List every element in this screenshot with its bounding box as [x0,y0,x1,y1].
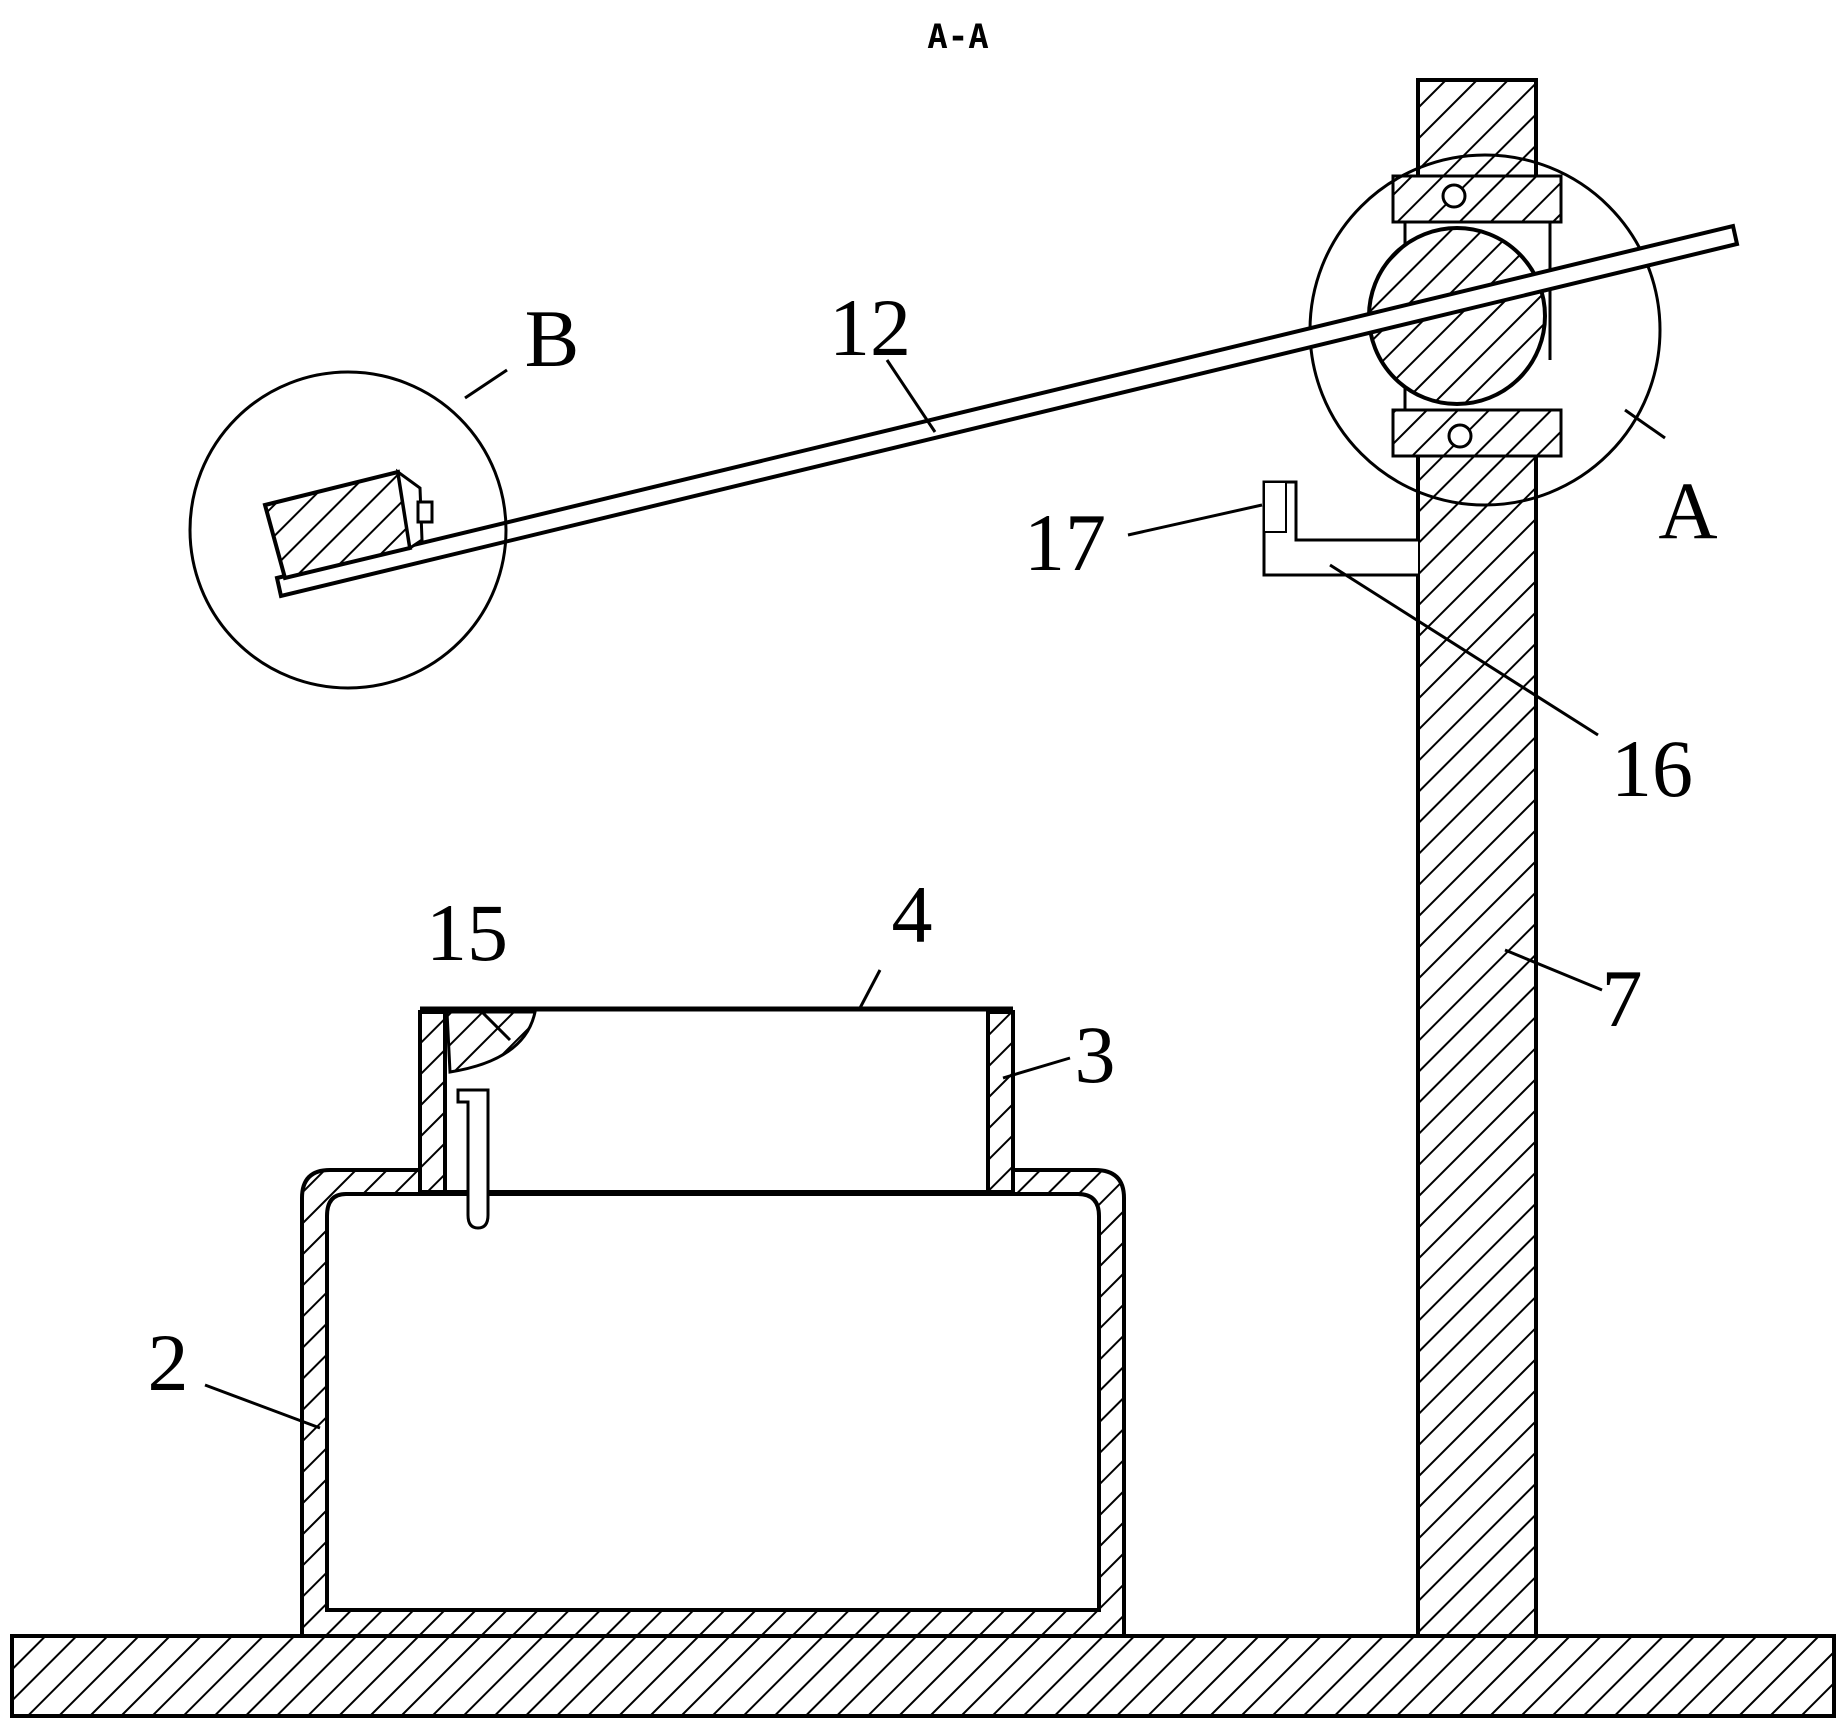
neck-3-left-wall [420,1012,445,1192]
label-2: 2 [148,1317,189,1408]
bracket-17-tab [1264,482,1286,532]
label-b: B [525,293,580,384]
label-3: 3 [1075,1009,1116,1100]
container-2-interior [327,1216,1099,1610]
label-15: 15 [426,887,508,978]
neck-3-right-wall [988,1012,1013,1192]
label-4: 4 [892,869,933,960]
label-7: 7 [1602,953,1643,1044]
label-16: 16 [1611,723,1693,814]
bracket-16 [1264,482,1418,575]
label-a: A [1658,465,1717,556]
neck-pin [458,1090,488,1228]
base-plate [12,1636,1834,1716]
section-title: A-A [927,17,988,57]
label-12: 12 [829,282,911,373]
label-17: 17 [1024,497,1106,588]
